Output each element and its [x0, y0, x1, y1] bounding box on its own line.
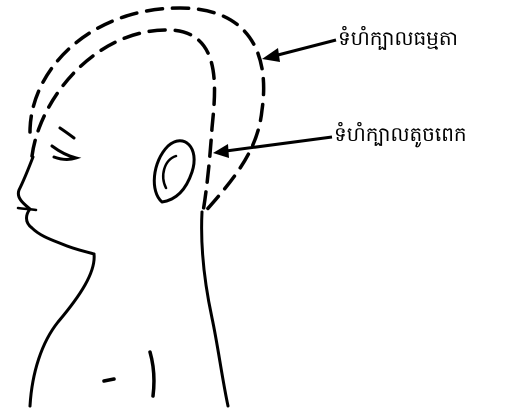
small-head-leader — [226, 137, 332, 151]
body-mark-dash — [104, 379, 114, 381]
small-head-size-label: ទំហំក្បាលតូចពេក — [334, 122, 467, 146]
neck-front — [30, 254, 94, 406]
ear — [154, 141, 194, 202]
normal-head-size-label: ទំហំក្បាលធម្មតា — [338, 26, 458, 50]
face-profile — [18, 157, 94, 254]
eye — [52, 146, 76, 159]
body-mark-line — [150, 352, 154, 396]
eyebrow — [60, 128, 74, 138]
small-head-arrowhead — [213, 144, 229, 158]
normal-head-outline — [30, 8, 264, 214]
normal-head-leader — [274, 40, 336, 56]
lip-line — [18, 208, 36, 210]
ear-inner — [163, 156, 176, 188]
normal-head-arrowhead — [262, 48, 280, 62]
neck-back — [202, 212, 228, 406]
